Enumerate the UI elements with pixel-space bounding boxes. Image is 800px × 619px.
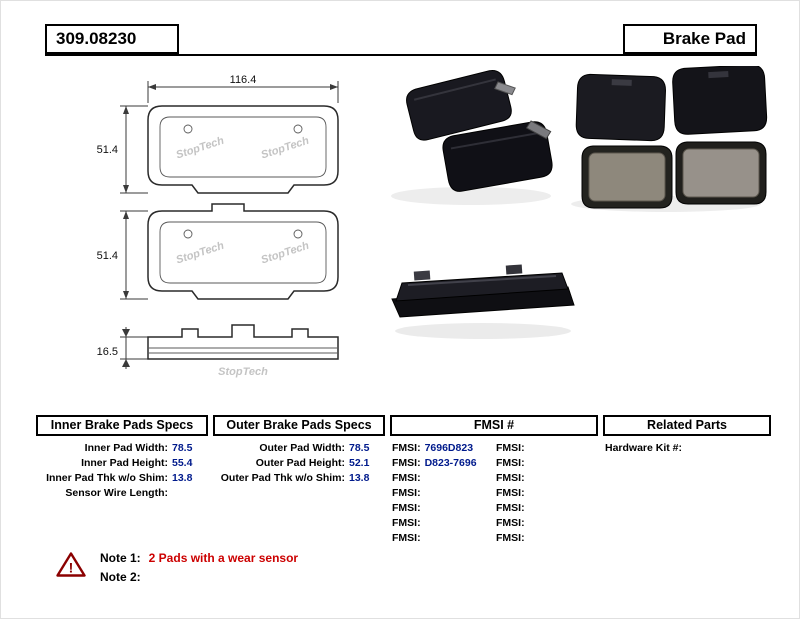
spec-value: 52.1 bbox=[349, 457, 370, 469]
fmsi-column: FMSI # FMSI: 7696D823 FMSI: FMSI: D823-7… bbox=[390, 415, 598, 546]
product-type: Brake Pad bbox=[623, 24, 757, 54]
fmsi-cell-right: FMSI: bbox=[494, 486, 598, 501]
outer-specs-column: Outer Brake Pads Specs Outer Pad Width: … bbox=[213, 415, 385, 486]
fmsi-label: FMSI: bbox=[496, 502, 525, 514]
spec-value: 13.8 bbox=[349, 472, 370, 484]
spec-label: Outer Pad Thk w/o Shim: bbox=[220, 472, 345, 484]
dim-width-label: 116.4 bbox=[230, 74, 257, 86]
fmsi-label: FMSI: bbox=[496, 442, 525, 454]
outer-pad-drawing: 51.4 StopTech StopTech bbox=[97, 203, 339, 300]
dim-thickness-label: 16.5 bbox=[97, 346, 118, 358]
fmsi-cell-left: FMSI: bbox=[390, 501, 494, 516]
spec-value: 55.4 bbox=[172, 457, 193, 469]
part-number: 309.08230 bbox=[45, 24, 179, 54]
fmsi-cell-right: FMSI: bbox=[494, 516, 598, 531]
related-parts-column: Related Parts Hardware Kit #: bbox=[603, 415, 771, 456]
warning-icon: ! bbox=[56, 552, 86, 577]
spec-label: Outer Pad Width: bbox=[259, 442, 345, 454]
fmsi-label: FMSI: bbox=[392, 532, 421, 544]
spec-row: Inner Pad Width: 78.5 bbox=[36, 441, 208, 456]
fmsi-label: FMSI: bbox=[496, 457, 525, 469]
fmsi-label: FMSI: bbox=[496, 532, 525, 544]
outer-specs-header: Outer Brake Pads Specs bbox=[213, 415, 385, 436]
brake-pads-photo bbox=[391, 66, 768, 212]
spec-row: Hardware Kit #: bbox=[603, 441, 771, 456]
fmsi-label: FMSI: bbox=[392, 502, 421, 514]
note-1-text: 2 Pads with a wear sensor bbox=[148, 551, 299, 565]
stoptech-watermark: StopTech bbox=[218, 366, 268, 378]
fmsi-label: FMSI: bbox=[496, 517, 525, 529]
inner-specs-header: Inner Brake Pads Specs bbox=[36, 415, 208, 436]
spec-row: Outer Pad Thk w/o Shim: 13.8 bbox=[213, 471, 385, 486]
spec-row: Outer Pad Width: 78.5 bbox=[213, 441, 385, 456]
fmsi-cell-right: FMSI: bbox=[494, 531, 598, 546]
fmsi-label: FMSI: bbox=[392, 457, 421, 469]
spec-label: Inner Pad Height: bbox=[81, 457, 168, 469]
fmsi-row: FMSI: FMSI: bbox=[390, 486, 598, 501]
header-divider bbox=[45, 54, 757, 56]
fmsi-label: FMSI: bbox=[392, 442, 421, 454]
fmsi-row: FMSI: D823-7696 FMSI: bbox=[390, 456, 598, 471]
dim-height-label: 51.4 bbox=[97, 144, 118, 156]
spec-row: Inner Pad Thk w/o Shim: 13.8 bbox=[36, 471, 208, 486]
fmsi-cell-left: FMSI: 7696D823 bbox=[390, 441, 494, 456]
notes-section: ! Note 1: 2 Pads with a wear sensor Note … bbox=[56, 549, 298, 587]
fmsi-row: FMSI: FMSI: bbox=[390, 471, 598, 486]
spec-label: Inner Pad Width: bbox=[84, 442, 168, 454]
fmsi-label: FMSI: bbox=[496, 487, 525, 499]
inner-pad-drawing: 116.4 51.4 StopTech StopTech bbox=[97, 74, 339, 194]
fmsi-row: FMSI: FMSI: bbox=[390, 501, 598, 516]
pad-edge-drawing: 16.5 StopTech bbox=[97, 324, 339, 378]
fmsi-cell-right: FMSI: bbox=[494, 456, 598, 471]
fmsi-cell-left: FMSI: bbox=[390, 516, 494, 531]
spec-value: 78.5 bbox=[349, 442, 370, 454]
spec-label: Outer Pad Height: bbox=[255, 457, 345, 469]
fmsi-cell-left: FMSI: bbox=[390, 486, 494, 501]
note-2-label: Note 2: bbox=[100, 570, 141, 584]
spec-label: Hardware Kit #: bbox=[605, 442, 683, 454]
fmsi-label: FMSI: bbox=[392, 487, 421, 499]
fmsi-label: FMSI: bbox=[392, 517, 421, 529]
note-1: Note 1: 2 Pads with a wear sensor bbox=[100, 549, 298, 568]
dim-height-label: 51.4 bbox=[97, 250, 118, 262]
spec-row: Sensor Wire Length: bbox=[36, 486, 208, 501]
note-1-label: Note 1: bbox=[100, 551, 141, 565]
spec-label: Inner Pad Thk w/o Shim: bbox=[46, 472, 168, 484]
spec-row: Outer Pad Height: 52.1 bbox=[213, 456, 385, 471]
fmsi-cell-right: FMSI: bbox=[494, 441, 598, 456]
note-2: Note 2: bbox=[100, 568, 298, 587]
fmsi-row: FMSI: FMSI: bbox=[390, 531, 598, 546]
spec-label: Sensor Wire Length: bbox=[65, 487, 168, 499]
fmsi-header: FMSI # bbox=[390, 415, 598, 436]
fmsi-cell-left: FMSI: D823-7696 bbox=[390, 456, 494, 471]
inner-specs-column: Inner Brake Pads Specs Inner Pad Width: … bbox=[36, 415, 208, 501]
fmsi-cell-left: FMSI: bbox=[390, 531, 494, 546]
spec-row: Inner Pad Height: 55.4 bbox=[36, 456, 208, 471]
fmsi-value: 7696D823 bbox=[424, 442, 474, 454]
fmsi-value: D823-7696 bbox=[424, 457, 477, 469]
spec-value: 78.5 bbox=[172, 442, 193, 454]
fmsi-cell-right: FMSI: bbox=[494, 471, 598, 486]
fmsi-row: FMSI: 7696D823 FMSI: bbox=[390, 441, 598, 456]
pads-side-view-photo bbox=[391, 264, 575, 339]
related-parts-header: Related Parts bbox=[603, 415, 771, 436]
fmsi-cell-right: FMSI: bbox=[494, 501, 598, 516]
exclamation-glyph: ! bbox=[69, 560, 74, 576]
fmsi-label: FMSI: bbox=[392, 472, 421, 484]
spec-value: 13.8 bbox=[172, 472, 193, 484]
fmsi-cell-left: FMSI: bbox=[390, 471, 494, 486]
fmsi-label: FMSI: bbox=[496, 472, 525, 484]
fmsi-row: FMSI: FMSI: bbox=[390, 516, 598, 531]
